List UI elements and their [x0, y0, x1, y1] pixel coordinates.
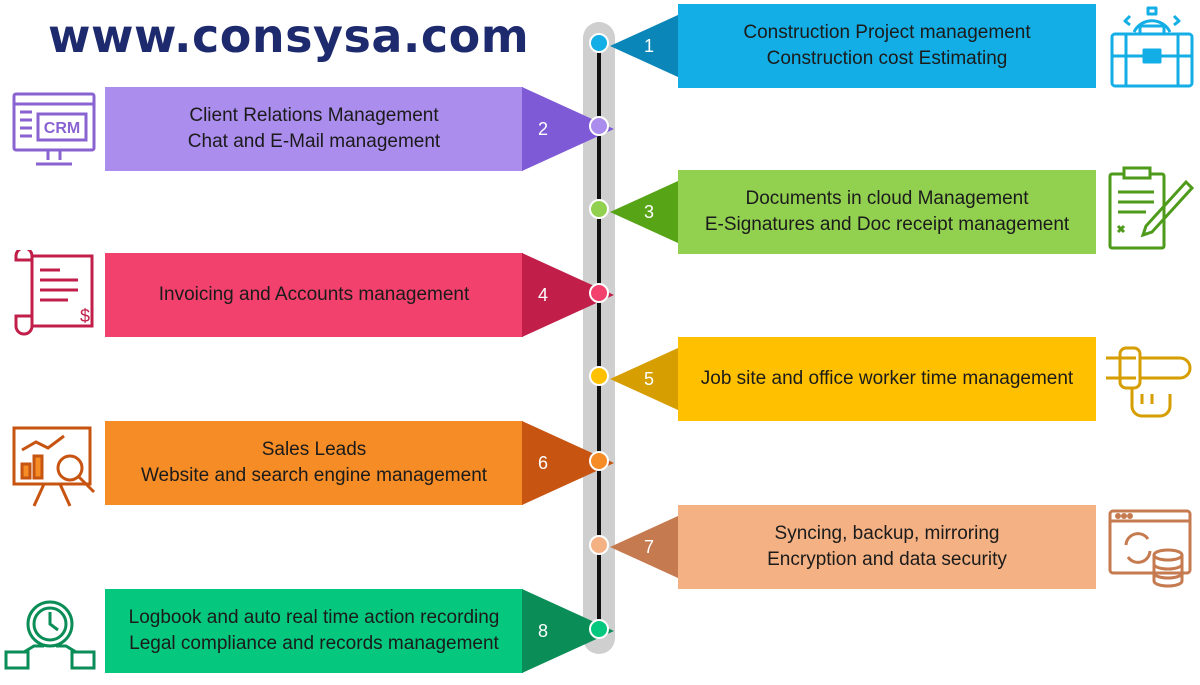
step-7-dot — [589, 535, 609, 555]
step-8-dot — [589, 619, 609, 639]
step-4-number: 4 — [538, 284, 549, 305]
step-5-dot — [589, 366, 609, 386]
step-2-dot — [589, 116, 609, 136]
step-7-band: Syncing, backup, mirroring Encryption an… — [678, 505, 1096, 589]
step-8-line-1: Logbook and auto real time action record… — [128, 607, 500, 628]
step-1-dot — [589, 33, 609, 53]
step-4-line-1: Invoicing and Accounts management — [158, 284, 470, 305]
step-5-number: 5 — [644, 368, 655, 389]
step-7-number: 7 — [644, 536, 655, 557]
step-3-line-1: Documents in cloud Management — [745, 188, 1029, 209]
clipboard-pen-icon — [1100, 164, 1196, 254]
step-8-band: Logbook and auto real time action record… — [105, 589, 523, 673]
step-1-line-1: Construction Project management — [743, 22, 1031, 43]
site-url-title: www.consysa.com — [48, 9, 530, 63]
step-7-line-2: Encryption and data security — [767, 549, 1007, 570]
briefcase-gear-icon — [1104, 2, 1200, 92]
invoice-scroll-icon: $ — [8, 246, 104, 340]
step-3-band: Documents in cloud Management E-Signatur… — [678, 170, 1096, 254]
crm-monitor-icon: CRM — [6, 86, 102, 176]
crm-label: CRM — [44, 120, 80, 137]
step-6-dot — [589, 451, 609, 471]
step-1-band: Construction Project management Construc… — [678, 4, 1096, 88]
wristwatch-hand-icon — [1102, 334, 1198, 424]
step-2-number: 2 — [538, 118, 549, 139]
clock-hands-icon — [2, 590, 98, 680]
step-3-number: 3 — [644, 201, 655, 222]
step-3-dot — [589, 199, 609, 219]
step-3-line-2: E-Signatures and Doc receipt management — [704, 214, 1070, 235]
chart-magnifier-icon — [8, 420, 104, 510]
step-8-line-2: Legal compliance and records management — [129, 633, 499, 654]
step-4-dot — [589, 283, 609, 303]
step-2-band: Client Relations Management Chat and E-M… — [105, 87, 523, 171]
database-sync-icon — [1104, 503, 1200, 593]
step-1-number: 1 — [644, 35, 655, 56]
step-1-line-2: Construction cost Estimating — [766, 48, 1008, 69]
step-8-number: 8 — [538, 620, 549, 641]
step-2-line-1: Client Relations Management — [189, 105, 439, 126]
step-4-band: Invoicing and Accounts management — [105, 253, 523, 337]
svg-text:$: $ — [80, 306, 90, 326]
step-6-line-1: Sales Leads — [261, 439, 367, 460]
timeline-spine-line — [597, 42, 601, 632]
step-5-line-1: Job site and office worker time manageme… — [700, 368, 1074, 389]
step-6-band: Sales Leads Website and search engine ma… — [105, 421, 523, 505]
step-6-line-2: Website and search engine management — [140, 465, 488, 486]
step-2-line-2: Chat and E-Mail management — [187, 131, 441, 152]
step-6-number: 6 — [538, 452, 549, 473]
step-5-band: Job site and office worker time manageme… — [678, 337, 1096, 421]
step-7-line-1: Syncing, backup, mirroring — [774, 523, 1000, 544]
